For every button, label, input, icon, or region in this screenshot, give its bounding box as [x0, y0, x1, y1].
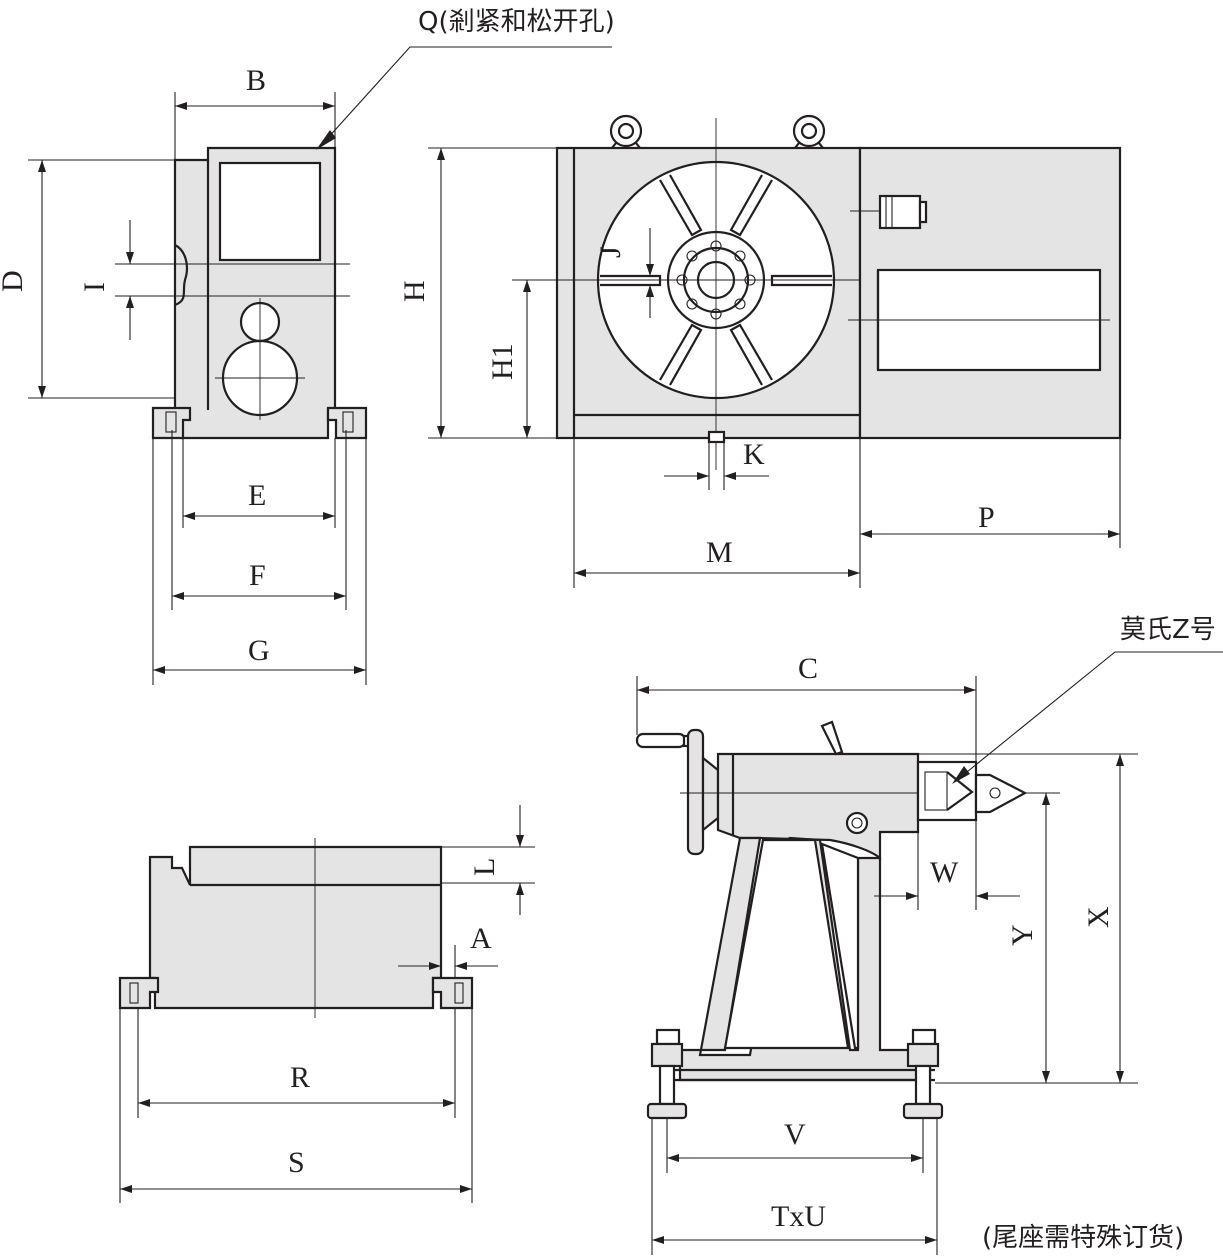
- label-M: M: [706, 536, 733, 569]
- label-X: X: [1082, 906, 1115, 928]
- label-G: G: [248, 634, 270, 667]
- plan-view: L A R S: [118, 805, 535, 1203]
- label-W: W: [930, 856, 959, 889]
- label-F: F: [249, 559, 266, 592]
- label-q-hole: Q(剎紧和松开孔): [418, 7, 615, 37]
- side-view: Q(剎紧和松开孔) B D I E F G: [0, 7, 615, 685]
- label-P: P: [978, 501, 995, 534]
- label-I: I: [78, 282, 111, 292]
- label-B: B: [246, 64, 266, 97]
- handwheel: [686, 728, 705, 856]
- label-S: S: [288, 1146, 305, 1179]
- label-R: R: [290, 1061, 310, 1094]
- label-H1: H1: [486, 343, 519, 380]
- label-E: E: [248, 479, 266, 512]
- label-Y: Y: [1006, 924, 1039, 946]
- front-view: K J H H1 M P: [398, 114, 1122, 588]
- t-slots: [600, 174, 832, 386]
- tailstock-view: 莫氏Z号 C W Y X V TxU (尾座需特殊订货): [635, 615, 1223, 1255]
- label-D: D: [0, 270, 29, 292]
- label-J: J: [594, 246, 627, 258]
- label-C: C: [798, 652, 818, 685]
- side-window: [218, 161, 322, 262]
- label-tailstock-order: (尾座需特殊订货): [982, 1223, 1184, 1253]
- side-right-foot: [326, 406, 368, 440]
- label-morse-taper: 莫氏Z号: [1120, 615, 1216, 645]
- label-V: V: [784, 1118, 806, 1151]
- label-TxU: TxU: [771, 1200, 826, 1233]
- label-H: H: [398, 280, 431, 302]
- plan-body: [148, 845, 443, 1010]
- label-A: A: [470, 922, 492, 955]
- right-bolt: [902, 1028, 944, 1120]
- label-L: L: [468, 858, 501, 876]
- label-K: K: [743, 438, 765, 471]
